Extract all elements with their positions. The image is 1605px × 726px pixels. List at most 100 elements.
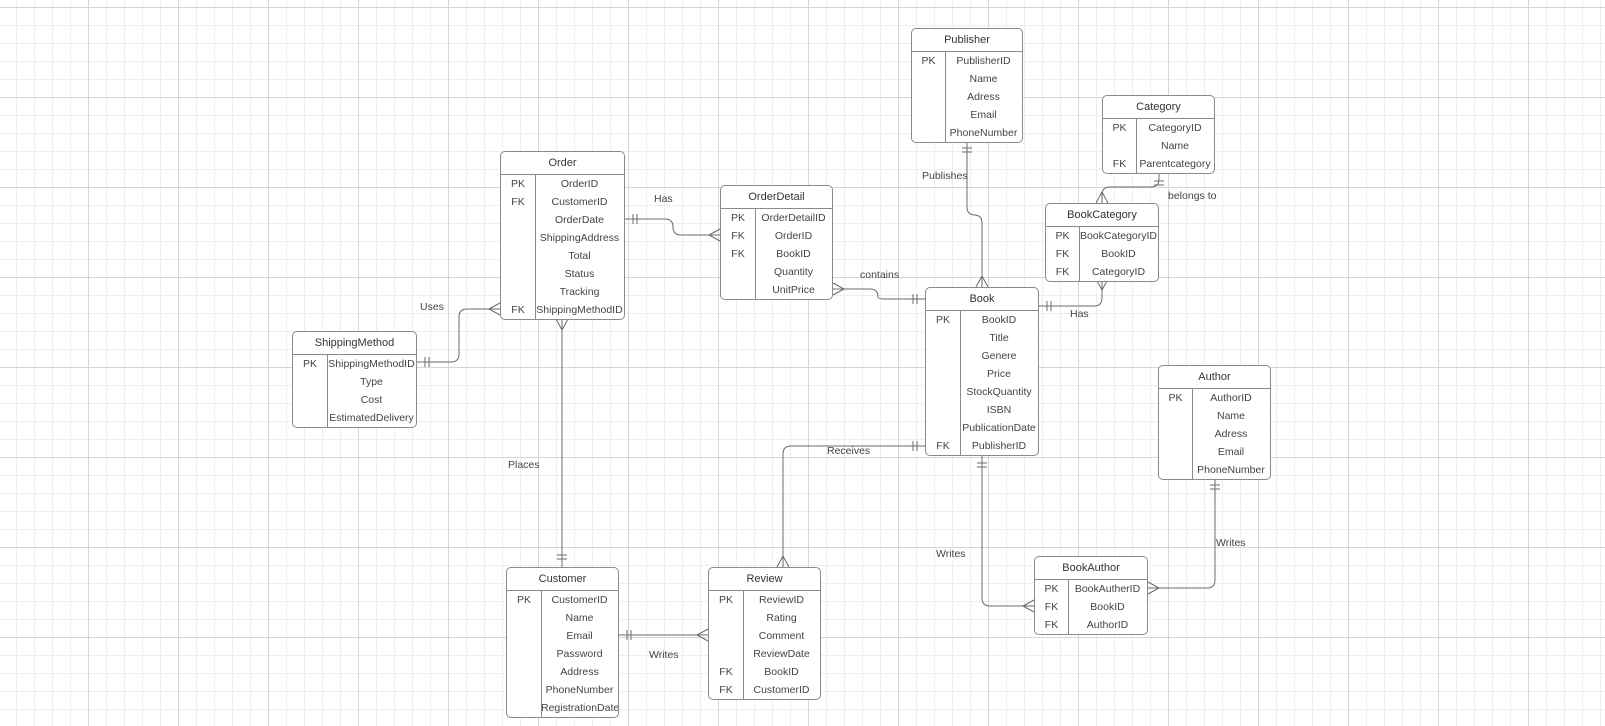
attribute-name: Name — [969, 73, 998, 85]
attribute-row: Name — [1159, 407, 1270, 425]
attribute-row: PhoneNumber — [912, 124, 1022, 142]
attribute-key: FK — [1112, 158, 1127, 170]
attribute-name: BookID — [1101, 248, 1136, 260]
attribute-row: ISBN — [926, 401, 1038, 419]
cardinality-many-marker — [776, 555, 790, 568]
attribute-key — [912, 70, 945, 88]
attribute-row: Password — [507, 645, 618, 663]
attribute-row: Address — [507, 663, 618, 681]
attribute-row: Adress — [1159, 425, 1270, 443]
attribute-key: PK — [1168, 392, 1183, 404]
rel-label-uses: Uses — [420, 301, 444, 313]
attribute-row: Adress — [912, 88, 1022, 106]
cardinality-many-marker — [1022, 599, 1035, 613]
attribute-name: Email — [970, 109, 997, 121]
entity-column-divider — [1136, 119, 1137, 173]
rel-label-order-has: Has — [654, 193, 673, 205]
attribute-row: Email — [912, 106, 1022, 124]
entity-column-divider — [535, 175, 536, 319]
attribute-row: Type — [293, 373, 416, 391]
attribute-name: ReviewDate — [753, 648, 810, 660]
attribute-key: FK — [731, 230, 745, 242]
entity-title: BookCategory — [1046, 204, 1158, 227]
attribute-name: Adress — [1214, 428, 1248, 440]
entity-title: Book — [926, 288, 1038, 311]
rel-label-publishes: Publishes — [922, 170, 968, 182]
attribute-key — [912, 106, 945, 124]
attribute-row: Name — [507, 609, 618, 627]
attribute-key: PK — [730, 212, 745, 224]
attribute-row: PhoneNumber — [507, 681, 618, 699]
attribute-name: PhoneNumber — [1197, 464, 1265, 476]
attribute-name: Price — [987, 368, 1011, 380]
attribute-key — [926, 347, 960, 365]
attribute-key — [926, 419, 960, 437]
entity-column-divider — [743, 591, 744, 699]
attribute-key: FK — [719, 666, 733, 678]
attribute-key: FK — [936, 440, 950, 452]
attribute-key — [501, 247, 535, 265]
attribute-row: Email — [1159, 443, 1270, 461]
attribute-name: Email — [566, 630, 593, 642]
attribute-name: CategoryID — [1148, 122, 1202, 134]
attribute-row: Total — [501, 247, 624, 265]
attribute-key: FK — [731, 248, 745, 260]
connector-belongs-to — [1101, 173, 1160, 203]
attribute-name: BookAutherID — [1074, 583, 1141, 595]
attribute-name: Tracking — [559, 286, 600, 298]
rel-label-book-has: Has — [1070, 308, 1089, 320]
rel-label-receives: Receives — [827, 445, 871, 457]
attribute-key — [709, 645, 743, 663]
attribute-name: OrderDetailID — [761, 212, 826, 224]
attribute-key — [912, 124, 945, 142]
cardinality-many-marker — [488, 302, 501, 316]
entity-title: Category — [1103, 96, 1214, 119]
attribute-key: PK — [1044, 583, 1059, 595]
attribute-row: PublicationDate — [926, 419, 1038, 437]
connector-receives — [782, 445, 925, 567]
attribute-key — [293, 373, 327, 391]
attribute-key — [293, 391, 327, 409]
entity-title: Publisher — [912, 29, 1022, 52]
attribute-name: CustomerID — [551, 594, 608, 606]
attribute-key — [926, 365, 960, 383]
attribute-name: CustomerID — [551, 196, 608, 208]
entity-column-divider — [1192, 389, 1193, 479]
attribute-name: Name — [1216, 410, 1245, 422]
attribute-row: PhoneNumber — [1159, 461, 1270, 479]
entity-column-divider — [541, 591, 542, 717]
attribute-name: BookID — [764, 666, 799, 678]
cardinality-many-marker — [1147, 581, 1160, 595]
attribute-row: ShippingAddress — [501, 229, 624, 247]
attribute-name: ShippingMethodID — [328, 358, 415, 370]
attribute-name: CustomerID — [753, 684, 810, 696]
entity-column-divider — [945, 52, 946, 142]
